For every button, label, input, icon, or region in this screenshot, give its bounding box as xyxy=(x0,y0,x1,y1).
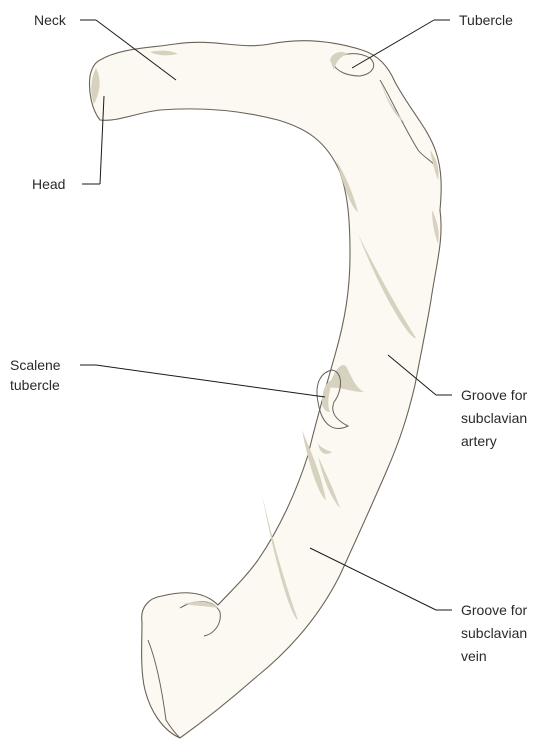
label-scalene-line-1: Scalene xyxy=(10,357,61,373)
label-neck: Neck xyxy=(34,12,67,28)
label-tubercle: Tubercle xyxy=(459,12,513,28)
label-vein-line-3: vein xyxy=(461,648,487,664)
label-scalene-line-2: tubercle xyxy=(10,377,60,393)
label-scalene-tubercle: Scalene tubercle xyxy=(10,357,64,393)
label-vein-line-2: subclavian xyxy=(461,625,527,641)
label-groove-artery: Groove for subclavian artery xyxy=(461,387,531,449)
label-groove-vein: Groove for subclavian vein xyxy=(461,602,531,664)
label-head: Head xyxy=(32,176,65,192)
label-artery-line-3: artery xyxy=(461,433,497,449)
label-artery-line-2: subclavian xyxy=(461,410,527,426)
label-vein-line-1: Groove for xyxy=(461,602,527,618)
rib-outline xyxy=(89,41,441,738)
scalene-leader xyxy=(96,365,325,397)
tubercle-leader xyxy=(352,20,434,68)
label-artery-line-1: Groove for xyxy=(461,387,527,403)
